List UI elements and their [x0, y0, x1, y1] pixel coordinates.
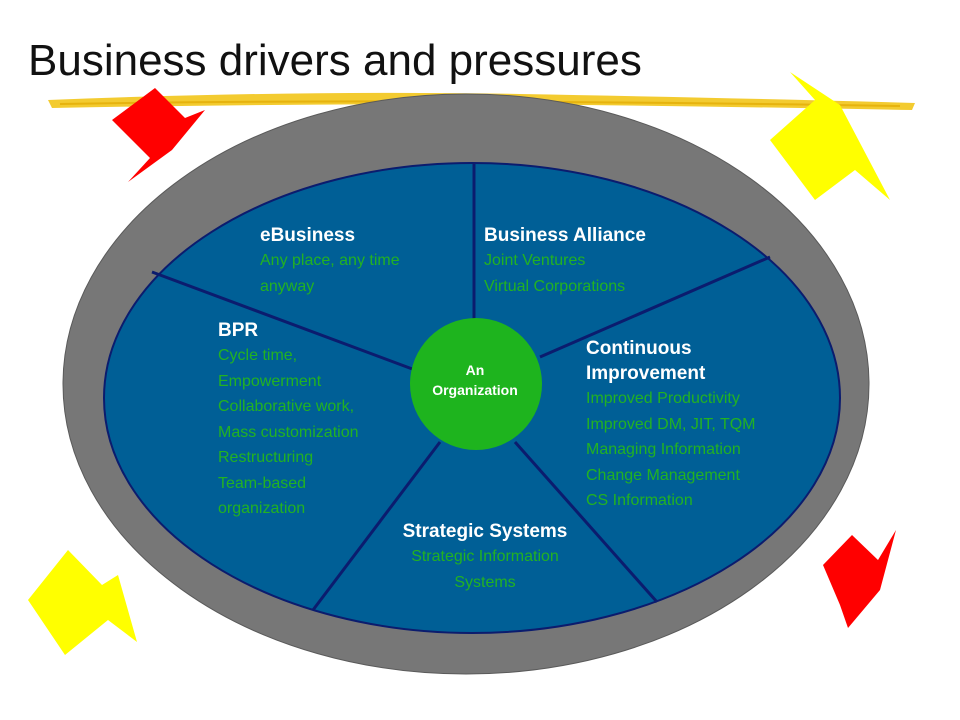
segment-title: Strategic Systems [402, 521, 568, 542]
segment-detail: Managing Information [586, 441, 741, 458]
segment-detail: Systems [454, 573, 516, 591]
segment-detail: Empowerment [218, 372, 322, 390]
segment-detail: Collaborative work, [218, 398, 355, 415]
segment-detail: Team-based [218, 474, 307, 492]
spoke-upper-right [539, 255, 771, 359]
red-arrow-shape-bottom-right [823, 530, 896, 628]
slide-title: Business drivers and pressures [28, 36, 642, 85]
segment-detail: Change Management [586, 466, 740, 484]
segment-detail: Joint Ventures [484, 252, 586, 269]
segment-continuous-improvement: Continuous Improvement Improved Producti… [586, 336, 756, 514]
segment-detail: anyway [260, 277, 315, 295]
segment-bpr: BPR Cycle time, Empowerment Collaborativ… [218, 318, 359, 522]
yellow-arrow-shape-bottom-left [28, 550, 137, 655]
spoke-lower-right [513, 441, 659, 603]
segment-detail: Virtual Corporations [484, 277, 626, 295]
segment-detail: Restructuring [218, 449, 314, 466]
yellow-arrow-shape-top-right [770, 72, 890, 200]
center-line: Organization [432, 382, 518, 398]
segment-detail: Improved DM, JIT, TQM [586, 415, 756, 433]
segment-title: eBusiness [260, 225, 356, 246]
segment-detail: Strategic Information [411, 548, 559, 565]
segment-ebusiness: eBusiness Any place, any time anyway [260, 223, 400, 299]
spoke-upper-left [151, 270, 416, 372]
segment-detail: Mass customization [218, 423, 359, 441]
segment-business-alliance: Business Alliance Joint Ventures Virtual… [484, 223, 646, 299]
segment-detail: organization [218, 500, 306, 517]
red-arrow-shape-top-left [112, 88, 205, 182]
segment-title: BPR [218, 320, 259, 341]
segment-detail: Cycle time, [218, 347, 298, 364]
segment-title: Continuous [586, 338, 692, 359]
center-line: An [465, 362, 485, 378]
segment-title: Business Alliance [484, 225, 646, 246]
center-circle [410, 318, 542, 450]
center-label: An Organization [412, 360, 538, 400]
segment-detail: Any place, any time [260, 252, 400, 269]
segment-strategic-systems: Strategic Systems Strategic Information … [375, 519, 595, 595]
segment-detail: Improved Productivity [586, 390, 740, 407]
segment-title: Improvement [586, 363, 706, 384]
segment-detail: CS Information [586, 492, 693, 509]
spoke-lower-left [311, 441, 442, 611]
